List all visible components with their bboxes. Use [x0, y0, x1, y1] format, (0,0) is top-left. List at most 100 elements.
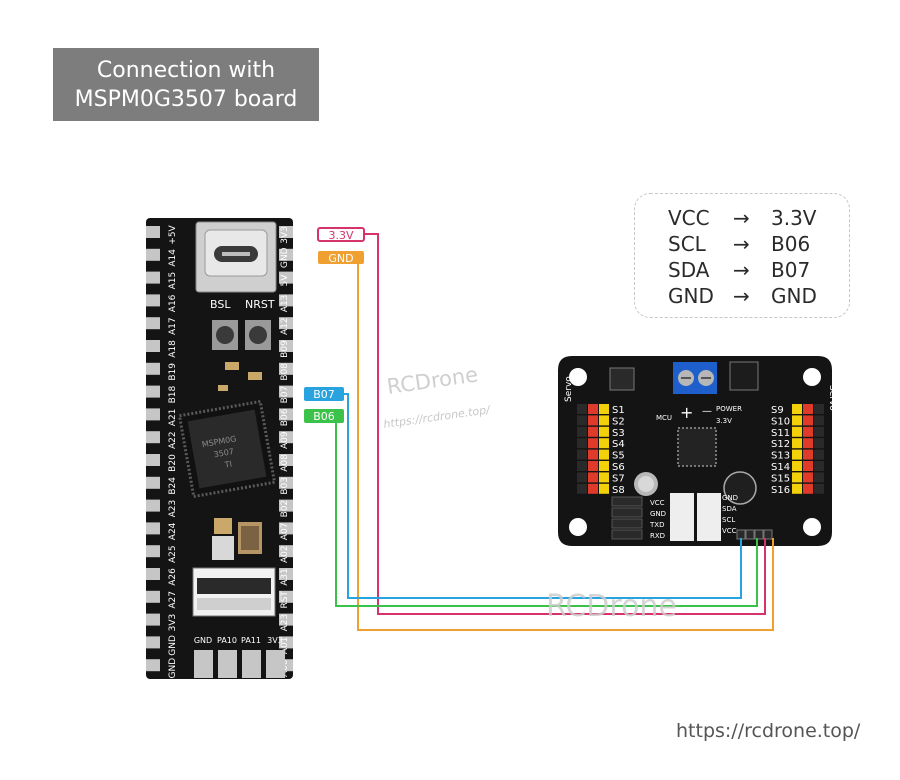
mcu-pin-label: A09 — [280, 431, 290, 449]
servo-pin — [577, 438, 587, 449]
servo-channel-label: S2 — [612, 416, 625, 427]
title-line-2: MSPM0G3507 board — [74, 86, 298, 112]
servo-pin — [577, 461, 587, 471]
mcu-pad — [146, 568, 160, 580]
mcu-pad — [146, 431, 160, 444]
mcu-pin-label: A27 — [168, 591, 178, 609]
bsl-label: BSL — [210, 298, 231, 311]
servo-channel-label: S3 — [612, 428, 625, 439]
i2c-pin — [736, 529, 746, 540]
mcu-label: MCU — [656, 414, 672, 422]
mcu-pin-label: B03 — [280, 477, 290, 495]
usb-c-port — [195, 221, 277, 293]
watermark-brand: RCDrone — [385, 362, 479, 399]
tag-3v3: 3.3V — [317, 227, 365, 242]
power-label: POWER — [716, 405, 742, 413]
servo-pin — [599, 415, 609, 426]
watermark-url: https://rcdrone.top/ — [383, 403, 492, 431]
mcu-pin-label: B24 — [168, 477, 178, 495]
servo-pin — [588, 415, 598, 426]
mapping-to: B06 — [771, 232, 811, 256]
mcu-bottom-label: 3V3 — [267, 636, 283, 645]
uart-pin-label: GND — [650, 510, 666, 518]
servo-channel-label: S6 — [612, 462, 625, 473]
mcu-pad — [146, 340, 160, 352]
mapping-row: SDA → B07 — [635, 258, 849, 284]
servo-side-label: Servo — [827, 385, 837, 411]
mapping-from: VCC — [668, 206, 710, 230]
mcu-pin-label: B08 — [280, 363, 290, 381]
tag-b07: B07 — [304, 387, 344, 401]
mcu-pin-label: GND — [168, 658, 178, 679]
bsl-button — [212, 320, 238, 350]
mcu-pad — [146, 385, 160, 398]
title-line-1: Connection with — [96, 57, 276, 83]
i2c-pin — [763, 529, 773, 540]
servo-channel-label: S9 — [771, 405, 784, 416]
mcu-pad — [279, 454, 293, 466]
servo-channel-label: S7 — [612, 473, 625, 484]
servo-pin — [577, 472, 587, 483]
i2c-pin-label: SCL — [722, 516, 735, 524]
servo-pin — [588, 404, 598, 414]
arrow-right-icon: → — [733, 284, 750, 308]
mcu-pin-label: A14 — [168, 249, 178, 267]
servo-pin — [803, 404, 813, 414]
mcu-pin-label: B18 — [168, 386, 178, 404]
mcu-pad — [279, 568, 293, 580]
servo-pin — [577, 483, 587, 494]
servo-channel-label: S11 — [771, 428, 790, 439]
volt-label: 3.3V — [716, 417, 732, 425]
mcu-pad — [279, 248, 293, 261]
mcu-pad — [279, 317, 293, 330]
servo-pin — [814, 449, 824, 460]
servo-pin — [803, 483, 813, 494]
servo-pin — [814, 461, 824, 471]
arrow-right-icon: → — [733, 258, 750, 282]
servo-channel-label: S14 — [771, 462, 790, 473]
wire-b06 — [335, 415, 758, 607]
mcu-bottom-label: PA10 — [217, 636, 237, 645]
servo-pin — [588, 449, 598, 460]
mcu-bottom-pad — [266, 650, 285, 678]
servo-pin — [577, 415, 587, 426]
uart-pin — [611, 529, 643, 540]
mcu-pin-label: A21 — [168, 409, 178, 427]
mcu-pin-label: RST — [280, 591, 290, 609]
arrow-right-icon: → — [733, 206, 750, 230]
servo-pin — [588, 483, 598, 494]
mcu-pad — [146, 636, 160, 649]
mcu-pin-label: A07 — [280, 523, 290, 541]
mcu-pin-label: B20 — [168, 454, 178, 472]
servo-channel-label: S8 — [612, 485, 625, 496]
mcu-pin-label: A15 — [168, 272, 178, 290]
uart-pin-label: TXD — [649, 521, 664, 529]
tag-b06-label: B06 — [313, 410, 335, 423]
mcu-pad — [279, 545, 293, 558]
mapping-from: SCL — [668, 232, 706, 256]
mcu-pin-label: A31 — [280, 568, 290, 586]
mapping-to: 3.3V — [771, 206, 817, 230]
watermark-brand-lower: RCDrone — [546, 589, 677, 624]
mcu-chip: MSPM0G 3507 TI — [177, 399, 277, 499]
servo-pin — [588, 461, 598, 471]
mcu-pad — [279, 271, 293, 284]
mcu-pad — [279, 340, 293, 352]
mcu-pin-label: A24 — [168, 522, 178, 540]
mcu-pin-label: 3V3 — [280, 226, 290, 244]
servo-channel-label: S13 — [771, 451, 790, 462]
tag-b07-label: B07 — [313, 388, 335, 401]
servo-pin — [803, 449, 813, 460]
nrst-button — [245, 320, 271, 350]
mcu-bottom-label: PA11 — [241, 636, 261, 645]
mcu-pad — [146, 499, 160, 512]
i2c-pin-label: SDA — [722, 505, 737, 513]
plus-sign: + — [680, 403, 693, 422]
mcu-pad — [146, 613, 160, 626]
servo-pin — [803, 415, 813, 426]
servo-side-label: Servo — [564, 376, 574, 402]
servo-pin — [599, 483, 609, 494]
mcu-pin-label: +5V — [168, 224, 178, 244]
mcu-bottom-label: GND — [194, 636, 212, 645]
